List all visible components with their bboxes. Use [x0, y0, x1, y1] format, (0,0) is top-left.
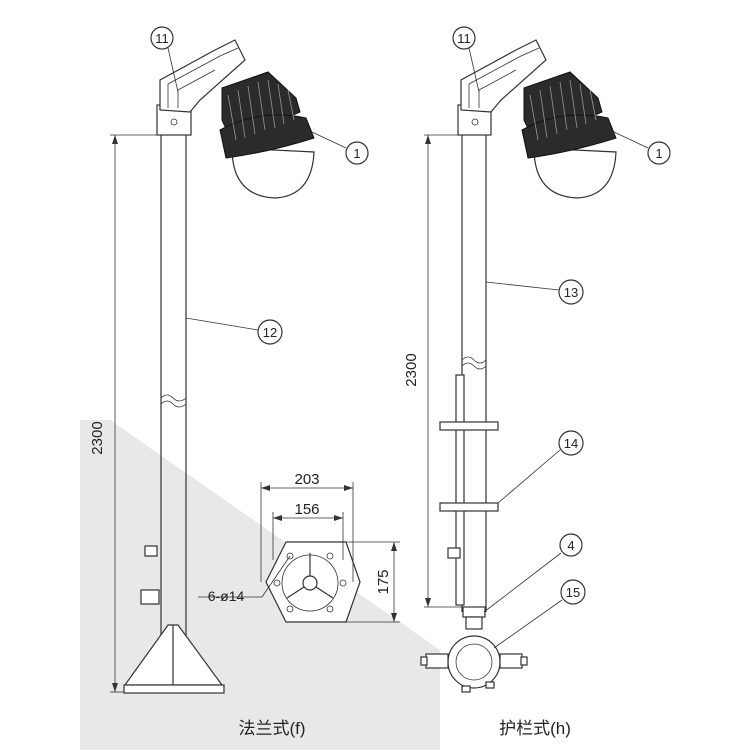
right-callout-1: 1: [655, 146, 662, 161]
right-callout-14: 14: [564, 436, 578, 451]
figure-guardrail: 2300 11 1 13 14 4 15 护栏式(h): [403, 26, 671, 738]
flange-holes: 6-ø14: [208, 588, 245, 604]
figure-flange: 2300 11 1 12 法兰式(f): [89, 26, 369, 738]
left-height-dimension: 2300: [89, 421, 106, 454]
flange-outer-width: 203: [294, 471, 319, 488]
right-callout-15: 15: [566, 585, 580, 600]
flange-detail: 203 156 175 6-ø14: [198, 471, 400, 623]
right-callout-4: 4: [567, 538, 574, 553]
right-height-dimension: 2300: [403, 353, 420, 386]
left-callout-1: 1: [353, 146, 360, 161]
right-caption: 护栏式(h): [499, 719, 571, 738]
flange-bolt-spacing: 156: [294, 501, 319, 518]
right-callout-11: 11: [457, 31, 471, 46]
flange-height: 175: [375, 569, 392, 594]
left-callout-11: 11: [155, 31, 169, 46]
right-callout-13: 13: [564, 285, 578, 300]
left-caption: 法兰式(f): [238, 719, 305, 738]
left-callout-12: 12: [263, 325, 277, 340]
